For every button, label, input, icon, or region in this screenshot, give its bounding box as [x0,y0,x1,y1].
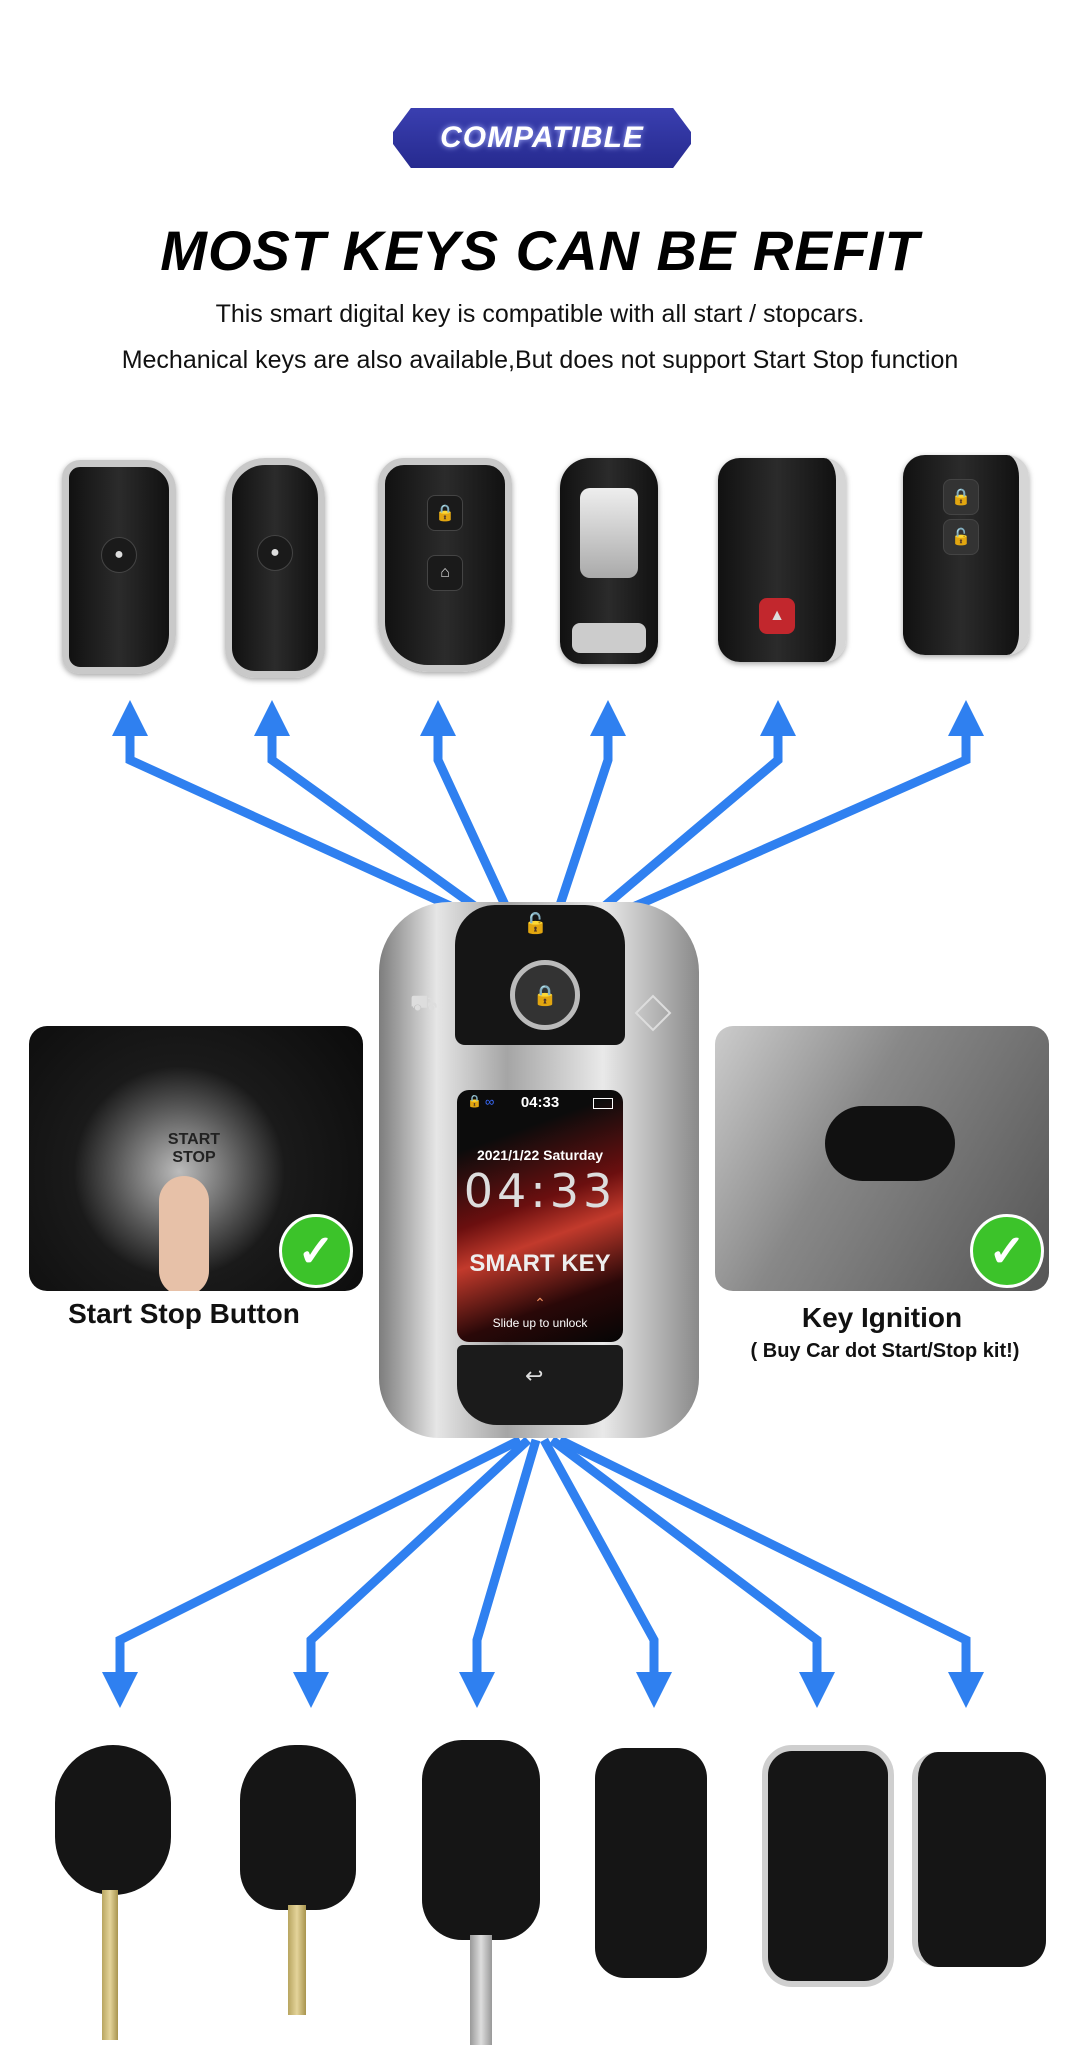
landrover-key-image: ▲ [718,458,846,662]
hazard-icon: ▲ [759,598,795,634]
subtitle-line-1: This smart digital key is compatible wit… [215,300,865,328]
unlock-icon: 🔓 [943,519,979,555]
lock-icon: 🔒 [943,479,979,515]
subtitle-line-2: Mechanical keys are also available,But d… [121,346,959,374]
status-time: 04:33 [520,1094,560,1111]
lock-button[interactable]: 🔒 [510,960,580,1030]
renault-3btn-key-image [422,1740,540,1940]
arrow-down-6 [558,1435,984,1708]
arrow-down-4 [540,1437,672,1708]
smart-key-label: SMART KEY [469,1250,611,1277]
arrow-down-2 [293,1436,532,1708]
unlock-icon: 🔓 [523,913,548,935]
chevron-up-icon: ⌃ [534,1295,546,1311]
date-text: 2021/1/22 Saturday [476,1147,604,1163]
clock-text: 04:33 [463,1164,617,1218]
arrow-up-4 [555,700,626,907]
arrow-down-3 [459,1438,541,1708]
smart-key-screen[interactable]: 🔒 ∞ 04:33 2021/1/22 Saturday 04:33 SMART… [457,1090,623,1342]
arrow-up-2 [254,700,483,914]
smart-key-bottom-panel: ↩ [457,1345,623,1425]
back-icon[interactable]: ↩ [525,1363,544,1388]
mercedes-key-image: ● [225,458,325,678]
lock-status-icon: 🔒 [467,1094,482,1108]
slide-hint: Slide up to unlock [492,1316,588,1330]
start-stop-photo: START STOP ✓ [29,1026,363,1291]
key-blade [470,1935,492,2045]
lexus-key-image: 🔒 🔓 [903,455,1029,655]
bmw-key-image: ● [62,460,176,674]
key-blade [102,1890,118,2040]
key-ignition-caption: Key Ignition [801,1302,963,1333]
arrow-up-6 [613,700,984,920]
start-stop-caption: Start Stop Button [68,1298,300,1329]
trunk-icon: ⛟ [410,990,438,1015]
lock-icon: 🔒 [427,495,463,531]
arrow-up-1 [112,700,472,920]
key-blade [288,1905,306,2015]
audi-key-image [560,458,658,664]
arrow-up-5 [597,700,796,914]
page-title: MOST KEYS CAN BE REFIT [160,219,920,282]
renault-key-image [240,1745,356,1910]
link-icon: ∞ [485,1094,495,1109]
start-stop-label: START STOP [167,1131,221,1166]
key-ignition-photo: ✓ [715,1026,1049,1291]
compatible-badge: COMPATIBLE [393,108,691,168]
key-ignition-note: ( Buy Car dot Start/Stop kit!) [750,1340,1020,1362]
check-icon: ✓ [970,1214,1044,1288]
key-button-icon: ● [101,537,137,573]
key-button-icon: ● [257,535,293,571]
smart-key-top-panel: 🔓 🔒 [455,905,625,1045]
cadillac-key-image: 🔒 ⌂ [378,458,512,672]
battery-icon [593,1098,613,1109]
flip-key-1-image [595,1748,707,1978]
arrow-down-5 [549,1436,835,1708]
ford-key-image [55,1745,171,1895]
flip-key-2-image [762,1745,894,1987]
flip-key-3-image [912,1752,1046,1967]
arrow-up-3 [420,700,510,907]
check-icon: ✓ [279,1214,353,1288]
trunk-icon: ⌂ [427,555,463,591]
arrow-down-1 [102,1435,523,1708]
